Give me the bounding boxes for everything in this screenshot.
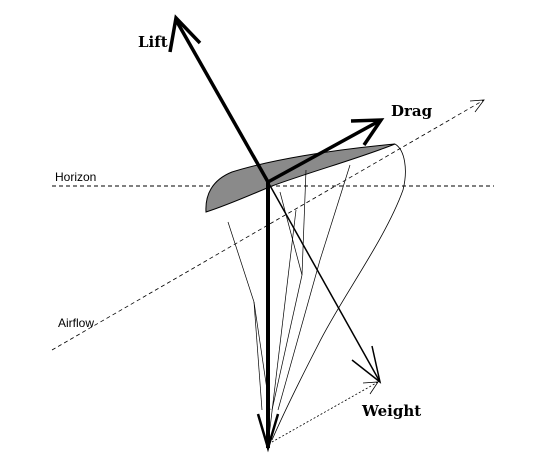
wing-trailing-curve <box>271 143 406 441</box>
drag-vector <box>267 118 382 184</box>
lift-arrowhead <box>168 14 202 53</box>
resultant-arrowhead <box>256 413 280 453</box>
lift-label: Lift <box>138 33 168 51</box>
drag-arrowhead <box>350 118 385 146</box>
drag-label: Drag <box>391 102 433 120</box>
weight-projection-line <box>271 381 379 443</box>
airflow-line <box>51 99 485 351</box>
weight-label: Weight <box>361 402 421 420</box>
horizon-label: Horizon <box>55 170 96 184</box>
wing-canopy <box>205 143 396 213</box>
weight-projection-arrowhead <box>362 381 379 395</box>
airflow-label: Airflow <box>58 316 94 330</box>
airflow-arrowhead <box>469 99 485 113</box>
suspension-lines <box>227 164 351 446</box>
weight-diagonal-arrowhead <box>351 345 382 384</box>
lift-vector <box>174 19 270 183</box>
weight-diagonal-vector <box>267 181 381 383</box>
